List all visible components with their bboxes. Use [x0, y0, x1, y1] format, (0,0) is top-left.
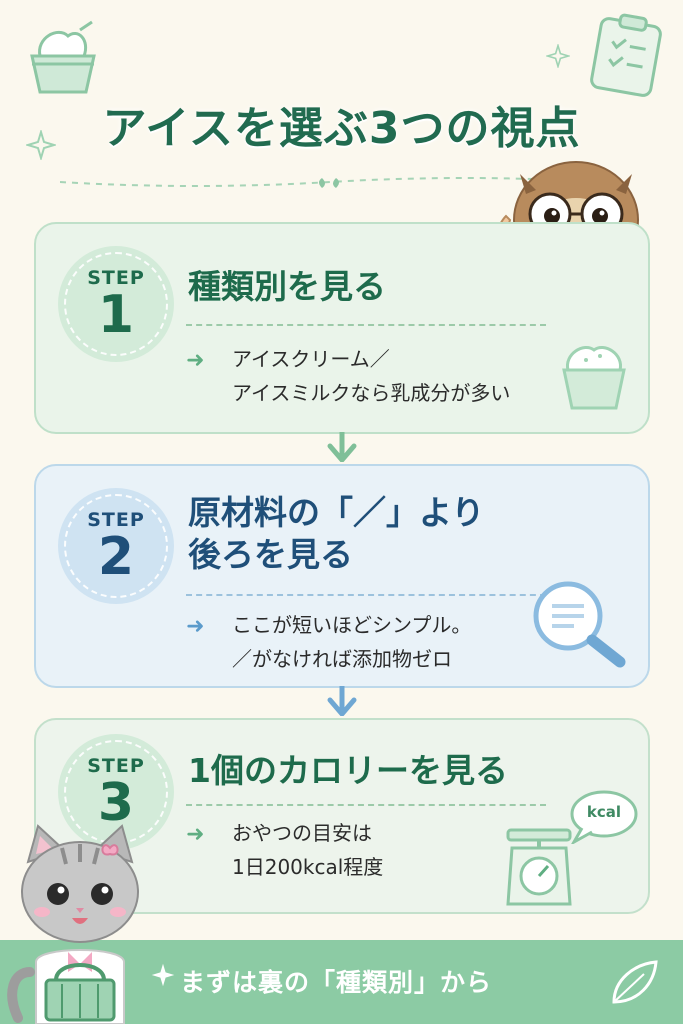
- step-2-card: STEP 2 原材料の「／」より 後ろを見る ➜ ここが短いほどシンプル。 ／が…: [34, 464, 650, 688]
- step-1-badge: STEP 1: [58, 246, 174, 362]
- step-1-card: STEP 1 種類別を見る ➜ アイスクリーム／ アイスミルクなら乳成分が多い: [34, 222, 650, 434]
- step-2-body: ここが短いほどシンプル。 ／がなければ添加物ゼロ: [232, 608, 471, 676]
- arrow-right-icon: ➜: [186, 348, 205, 373]
- step-2-badge: STEP 2: [58, 488, 174, 604]
- kcal-speech-bubble-icon: kcal: [568, 790, 638, 844]
- step-1-divider: [186, 324, 546, 326]
- step-3-line-2: 1日200kcal程度: [232, 855, 384, 879]
- clipboard-icon: [590, 13, 662, 97]
- step-1-line-2: アイスミルクなら乳成分が多い: [232, 381, 511, 405]
- sparkle-icon: [546, 44, 570, 68]
- ice-cream-cup-icon: [562, 346, 626, 410]
- step-2-divider: [186, 594, 546, 596]
- arrow-right-icon: ➜: [186, 822, 205, 847]
- step-1-line-1: アイスクリーム／: [232, 347, 390, 371]
- sparkle-icon: [26, 130, 56, 160]
- arrow-right-icon: ➜: [186, 614, 205, 639]
- magnifier-icon: [533, 581, 626, 668]
- step-label: STEP: [87, 267, 145, 289]
- page-title: アイスを選ぶ3つの視点: [102, 103, 581, 154]
- step-2-title-line-2: 後ろを見る: [188, 535, 353, 574]
- ice-cream-cup-icon: [30, 20, 96, 94]
- cat-shopper-illustration: [7, 824, 139, 1024]
- step-2-title-line-1: 原材料の「／」より: [188, 493, 485, 532]
- kcal-label: kcal: [586, 803, 622, 821]
- kitchen-scale-icon: [506, 828, 572, 906]
- step-3-divider: [186, 804, 546, 806]
- step-2-line-2: ／がなければ添加物ゼロ: [232, 647, 452, 671]
- step-number: 1: [97, 285, 135, 345]
- step-label: STEP: [87, 755, 145, 777]
- step-2-title: 原材料の「／」より 後ろを見る: [188, 492, 484, 576]
- step-1-body: アイスクリーム／ アイスミルクなら乳成分が多い: [232, 342, 510, 410]
- step-3-line-1: おやつの目安は: [232, 821, 372, 845]
- sparkle-icon: [151, 963, 175, 987]
- step-number: 2: [97, 527, 135, 587]
- step-3-title: 1個のカロリーを見る: [188, 751, 508, 790]
- leaf-icon: [612, 960, 658, 1004]
- step-3-body: おやつの目安は 1日200kcal程度: [232, 816, 383, 884]
- step-label: STEP: [87, 509, 145, 531]
- down-arrow-icon: [327, 686, 357, 716]
- banner-text: まずは裏の「種類別」から: [180, 968, 493, 997]
- title-underline: [60, 177, 600, 188]
- step-1-title: 種類別を見る: [188, 267, 386, 306]
- down-arrow-icon: [327, 432, 357, 462]
- step-2-line-1: ここが短いほどシンプル。: [232, 613, 472, 637]
